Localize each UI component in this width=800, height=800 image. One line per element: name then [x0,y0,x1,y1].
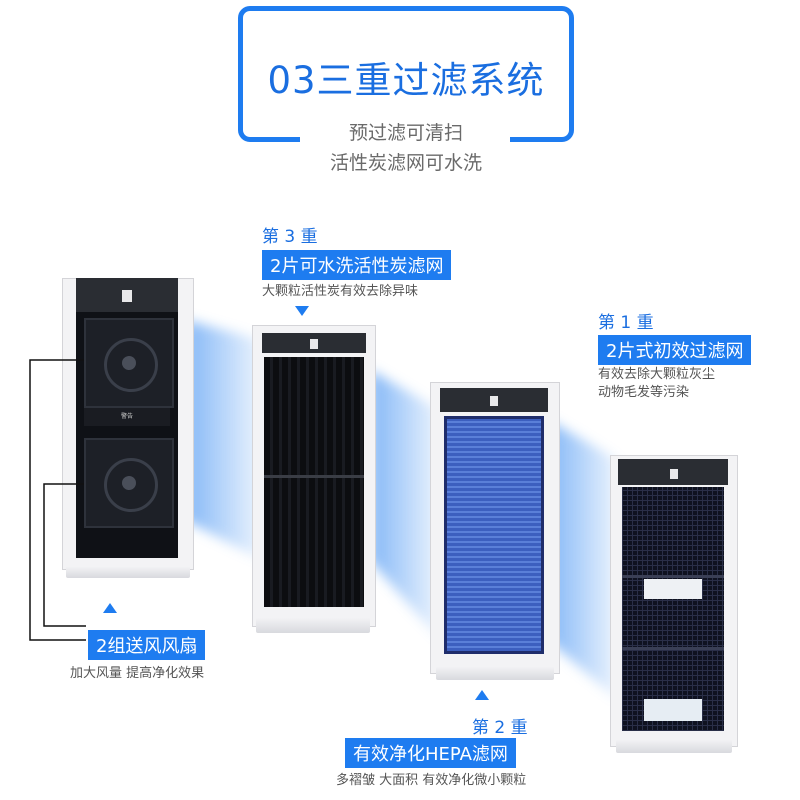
stage3-label: 2片可水洗活性炭滤网 [262,250,452,280]
fan-upper [84,318,174,408]
hepa-filter-unit [430,382,560,682]
fans-label: 2组送风风扇 [88,630,206,660]
title-frame-gap [300,120,510,150]
page-title: 03三重过滤系统 [267,59,545,102]
stage3-desc: 大颗粒活性炭有效去除异味 [262,284,419,299]
stage2-title: 第 2 重 [472,718,528,738]
stage3-title: 第 3 重 [262,227,318,247]
stage1-desc-line-2: 动物毛发等污染 [598,385,690,400]
fans-pointer-icon [103,603,117,613]
stage1-title: 第 1 重 [598,313,654,333]
purifier-main-unit: 警告 [62,278,194,578]
subtitle-line-1: 预过滤可清扫 [348,122,463,144]
fan-lower [84,438,174,528]
stage1-label: 2片式初效过滤网 [598,335,752,365]
warning-label: 警告 [84,408,170,426]
stage2-desc: 多褶皱 大面积 有效净化微小颗粒 [336,773,527,788]
carbon-filter-unit [252,325,376,635]
hepa-filter-pleats [444,416,544,654]
carbon-filter-mesh [264,357,364,607]
subtitle-line-2: 活性炭滤网可水洗 [329,152,482,174]
stage2-pointer-icon [475,690,489,700]
stage2-label: 有效净化HEPA滤网 [345,738,516,768]
pre-filter-unit [610,455,738,755]
fans-desc: 加大风量 提高净化效果 [70,666,205,681]
stage3-pointer-icon [295,306,309,316]
stage1-desc-line-1: 有效去除大颗粒灰尘 [598,367,716,382]
pre-filter-mesh [622,487,724,731]
